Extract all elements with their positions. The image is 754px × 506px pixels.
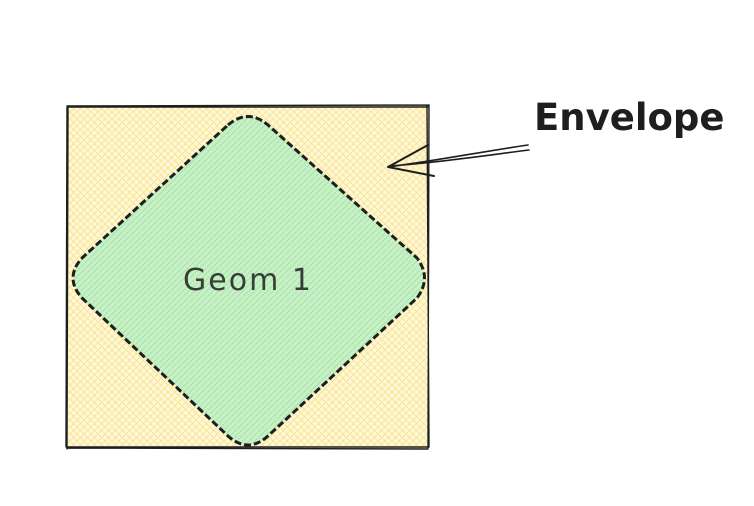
arrow-shaft <box>387 144 530 168</box>
envelope-outline <box>65 104 430 450</box>
geom1-diamond[interactable]: Geom 1 <box>71 115 426 447</box>
envelope-annotation-arrow <box>387 144 530 177</box>
geom1-outline <box>71 115 426 447</box>
geom1-hatch <box>73 116 425 445</box>
geom1-label: Geom 1 <box>183 263 313 298</box>
arrow-head-icon <box>387 144 435 177</box>
envelope-annotation-label: Envelope <box>534 96 725 139</box>
